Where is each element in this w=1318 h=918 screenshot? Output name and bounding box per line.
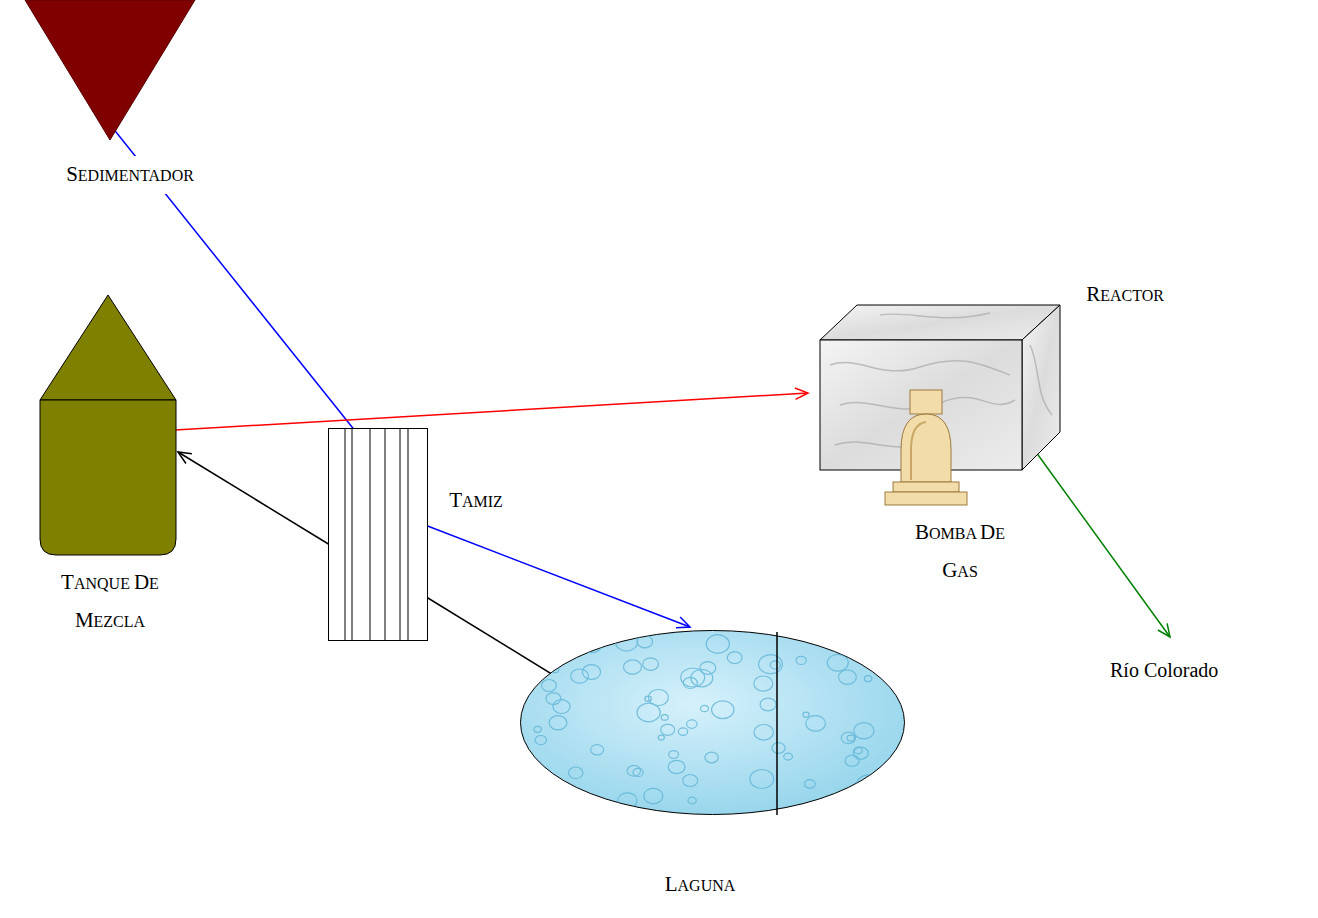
- lagoon-pond: LAGUNA: [520, 630, 905, 815]
- part-label: REACTOR: [1084, 276, 1166, 314]
- river-label: Río Colorado: [1108, 658, 1220, 682]
- label-holder: REACTOR: [1084, 276, 1166, 314]
- mixing-tank-outline: [40, 295, 176, 557]
- part-label: TANQUE DE MEZCLA: [38, 564, 182, 640]
- river-outlet: Río Colorado: [1108, 658, 1220, 682]
- sieve-screen: TAMIZ: [328, 428, 428, 641]
- flow-arrow: [178, 452, 330, 545]
- part-label: BOMBA DE GAS: [898, 514, 1022, 590]
- sedimenter-tank: SEDIMENTADOR: [25, 0, 195, 140]
- label-holder: TANQUE DE MEZCLA: [38, 564, 182, 640]
- mixing-tank: TANQUE DE MEZCLA: [40, 295, 176, 557]
- label-holder: LAGUNA: [663, 866, 738, 904]
- part-label: LAGUNA: [663, 866, 738, 904]
- flow-arrow: [425, 525, 690, 628]
- gas-pump-outline: [885, 390, 967, 505]
- sedimenter-tank-outline: [25, 0, 195, 140]
- flow-arrow: [1020, 430, 1170, 637]
- flow-arrow: [175, 388, 808, 430]
- part-label: SEDIMENTADOR: [64, 156, 196, 194]
- part-label: TAMIZ: [447, 482, 505, 520]
- lagoon-pond-outline: [520, 630, 905, 815]
- gas-pump: BOMBA DE GAS: [885, 390, 967, 505]
- sieve-screen-outline: [328, 428, 428, 641]
- label-holder: SEDIMENTADOR: [64, 156, 196, 194]
- label-holder: TAMIZ: [447, 482, 505, 520]
- label-holder: BOMBA DE GAS: [898, 514, 1022, 590]
